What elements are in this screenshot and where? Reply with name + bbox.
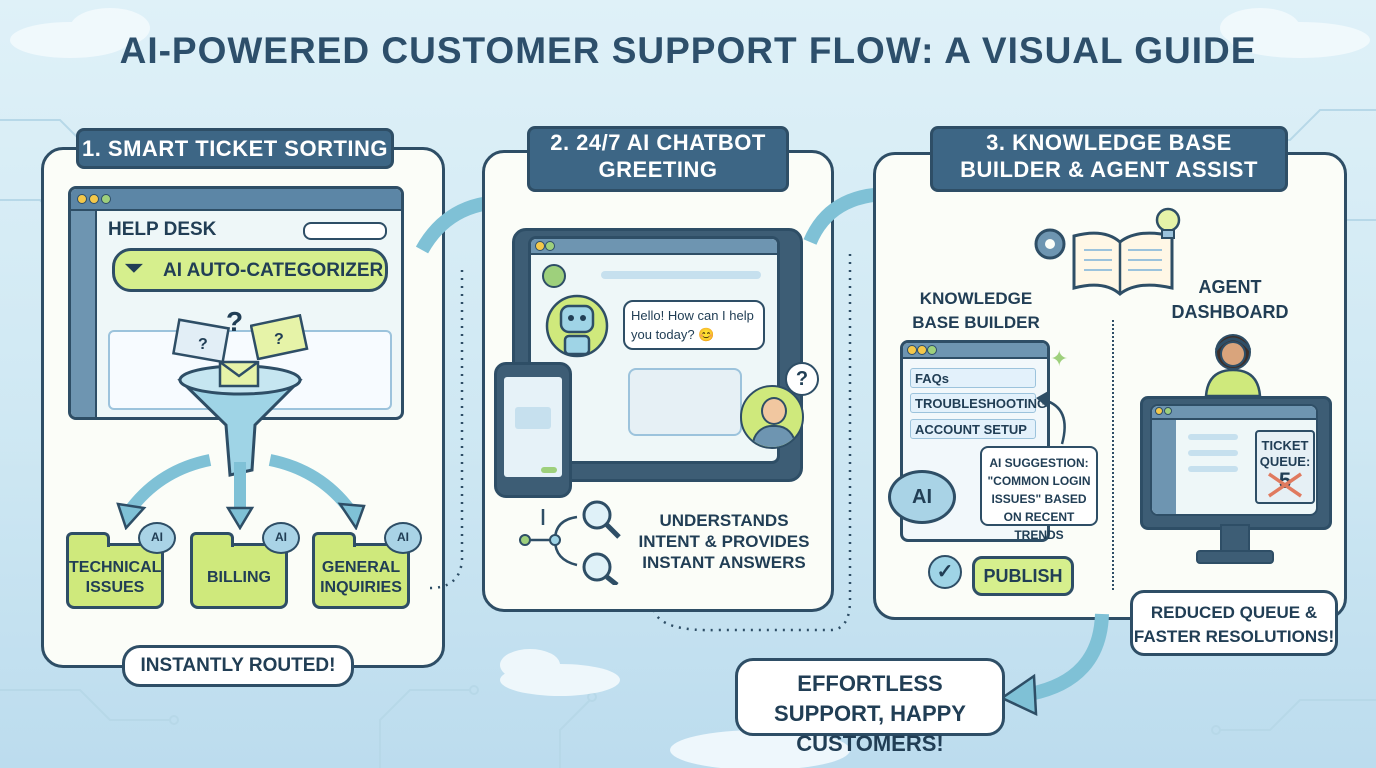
- crossed-out-icon: [1268, 472, 1302, 498]
- chat-logo-icon: [542, 264, 566, 288]
- funnel-icon: [177, 360, 303, 477]
- routing-arrows: [116, 454, 366, 530]
- ai-brain-icon: AI: [262, 522, 300, 554]
- folder-technical-issues[interactable]: TECHNICAL ISSUES: [66, 532, 164, 609]
- monitor-base: [1196, 550, 1274, 564]
- ai-suggestion-bubble: AI SUGGESTION: "COMMON LOGIN ISSUES" BAS…: [980, 446, 1098, 542]
- instantly-routed-caption: INSTANTLY ROUTED!: [122, 645, 354, 687]
- search-input[interactable]: [303, 222, 387, 240]
- ai-brain-icon: AI: [384, 522, 422, 554]
- question-mark-icon: ?: [226, 306, 244, 337]
- help-desk-sidebar: [71, 211, 97, 417]
- outcome-caption: EFFORTLESS SUPPORT, HAPPY CUSTOMERS!: [735, 658, 1005, 756]
- user-message-bubble: [628, 368, 742, 436]
- ai-auto-categorizer-label: ⏷ AI AUTO-CATEGORIZER: [112, 248, 388, 292]
- ai-brain-icon: AI: [888, 470, 956, 524]
- bot-message-bubble: Hello! How can I help you today? 😊: [623, 300, 765, 350]
- publish-button[interactable]: PUBLISH: [972, 556, 1074, 596]
- panel-divider: [1112, 320, 1114, 590]
- suggestion-arrow: [1036, 390, 1066, 445]
- folder-general-inquiries[interactable]: GENERAL INQUIRIES: [312, 532, 410, 609]
- step3-panel: [873, 152, 1347, 620]
- sparkle-icon: ✦: [1050, 346, 1069, 371]
- kb-builder-title: KNOWLEDGE BASE BUILDER: [912, 289, 1040, 332]
- svg-text:?: ?: [274, 331, 284, 348]
- svg-text:?: ?: [198, 336, 208, 353]
- envelope-icon: ?: [250, 314, 309, 360]
- ticket-queue-card: TICKET QUEUE: 5: [1255, 430, 1315, 504]
- window-titlebar: [71, 189, 401, 211]
- envelope-icon: ?: [172, 318, 231, 364]
- ai-brain-icon: AI: [138, 522, 176, 554]
- page-title: AI-POWERED CUSTOMER SUPPORT FLOW: A VISU…: [119, 30, 1257, 71]
- step1-heading: 1. SMART TICKET SORTING: [76, 128, 394, 169]
- intent-tree-icon: [519, 500, 621, 585]
- step2-caption: UNDERSTANDS INTENT & PROVIDES INSTANT AN…: [638, 511, 810, 572]
- help-desk-title: HELP DESK: [108, 219, 217, 240]
- question-bubble-icon: ?: [785, 362, 819, 396]
- user-avatar: [740, 385, 804, 449]
- knowledge-book-icon: [1034, 207, 1181, 296]
- kb-item-troubleshooting[interactable]: TROUBLESHOOTING: [910, 393, 1047, 413]
- step2-heading: 2. 24/7 AI CHATBOT GREETING: [527, 126, 789, 192]
- agent-avatar: [1204, 334, 1262, 396]
- funnel-icon: ⏷: [125, 255, 143, 280]
- kb-item-account-setup[interactable]: ACCOUNT SETUP: [910, 419, 1036, 439]
- phone-frame: [494, 362, 572, 498]
- step3-caption: REDUCED QUEUE & FASTER RESOLUTIONS!: [1130, 590, 1338, 656]
- robot-avatar-icon: [545, 294, 609, 358]
- check-icon: ✓: [928, 555, 962, 589]
- step3-heading: 3. KNOWLEDGE BASE BUILDER & AGENT ASSIST: [930, 126, 1288, 192]
- agent-dashboard-title: AGENT DASHBOARD: [1171, 277, 1289, 322]
- folder-billing[interactable]: BILLING: [190, 532, 288, 609]
- flow-arrow: [999, 613, 1109, 717]
- kb-item-faqs[interactable]: FAQs: [910, 368, 1036, 388]
